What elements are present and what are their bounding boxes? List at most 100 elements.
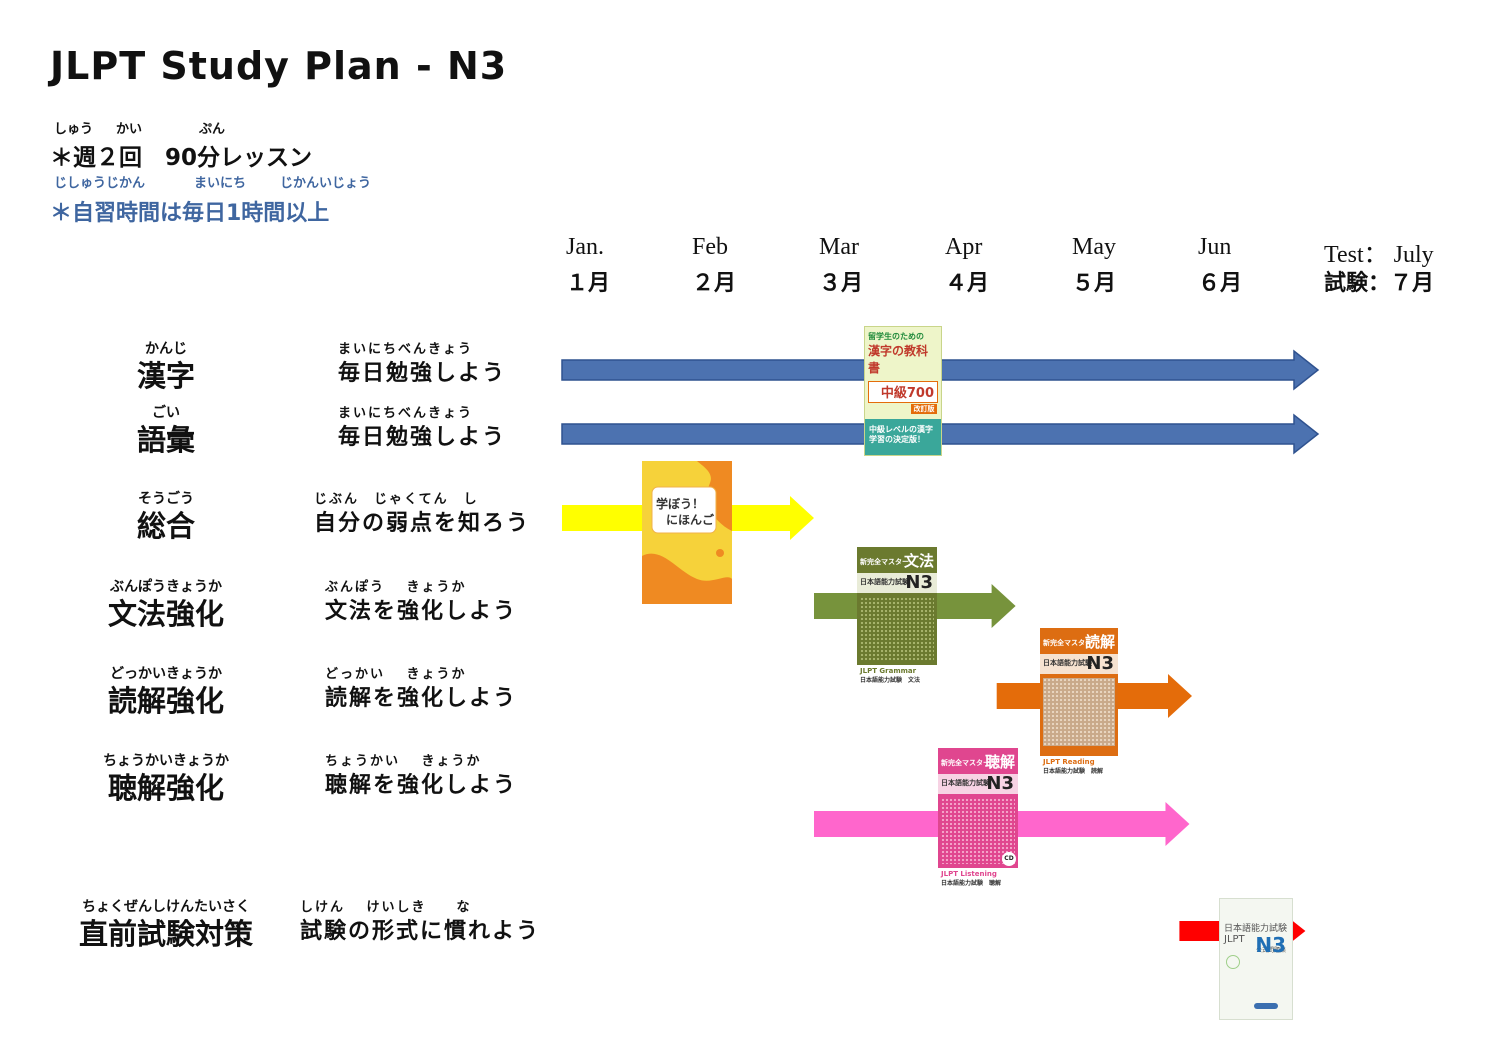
grammar-book-subject: 文法	[903, 552, 934, 570]
row-goal-6: しけん けいしき な試験の形式に慣れよう	[300, 899, 540, 947]
row-label-2: そうごう総合	[66, 490, 266, 544]
row-goal-0: まいにちべんきょう毎日勉強しよう	[338, 341, 506, 389]
note1-ruby-1: しゅう	[54, 122, 94, 137]
listening-book-series: 新完全マスター	[941, 759, 990, 767]
row-goal-3: ぶんぽう きょうか文法を強化しよう	[325, 579, 517, 627]
official-book-level: N3	[1255, 933, 1286, 957]
official-workbook-cover: 日本語能力試験 JLPT 公式問題集 N3	[1219, 898, 1293, 1020]
month-label-ja-0: １月	[566, 271, 611, 296]
row-label-ruby: ちょうかいきょうか	[103, 753, 229, 769]
official-book-logo	[1254, 1003, 1278, 1009]
listening-textbook-cover: 新完全マスター 聴解 日本語能力試験 N3 CD JLPT Listening …	[938, 748, 1018, 891]
row-goal-ruby: まいにちべんきょう	[338, 406, 474, 421]
row-goal-2: じぶん じゃくてん し自分の弱点を知ろう	[314, 491, 530, 539]
grammar-book-exam: 日本語能力試験	[860, 578, 909, 586]
row-label-text: 読解強化	[107, 684, 224, 718]
row-label-0: かんじ漢字	[66, 340, 266, 394]
row-goal-4: どっかい きょうか読解を強化しよう	[325, 666, 517, 714]
reading-book-level: N3	[1086, 653, 1114, 674]
row-label-text: 漢字	[136, 359, 195, 393]
reading-book-exam: 日本語能力試験	[1043, 659, 1092, 667]
month-label-ja-2: ３月	[819, 271, 864, 296]
listening-book-en: JLPT Listening	[941, 870, 997, 878]
row-goal-text: 試験の形式に慣れよう	[300, 919, 541, 944]
row-label-1: ごい語彙	[66, 404, 266, 458]
kanji-book-band: 中級レベルの漢字学習の決定版！	[865, 419, 941, 455]
listening-book-subject: 聴解	[984, 753, 1015, 771]
listening-book-ja: 日本語能力試験 聴解	[941, 880, 1002, 887]
row-goal-ruby: ぶんぽう きょうか	[325, 580, 467, 595]
row-label-ruby: ぶんぽうきょうか	[110, 579, 222, 595]
month-label-en-3: Apr	[945, 234, 983, 260]
month-label-en-4: May	[1072, 234, 1116, 260]
row-label-3: ぶんぽうきょうか文法強化	[66, 578, 266, 632]
month-label-ja-3: ４月	[945, 271, 990, 296]
row-label-text: 総合	[136, 509, 195, 543]
sogo-textbook-cover: 学ぼう！ にほんご	[642, 461, 732, 604]
kanji-book-top: 留学生のための	[868, 332, 924, 341]
lesson-note: ＊週２回 90分レッスン	[50, 145, 313, 171]
grammar-textbook-cover: 新完全マスター 文法 日本語能力試験 N3 JLPT Grammar 日本語能力…	[857, 547, 937, 697]
row-label-4: どっかいきょうか読解強化	[66, 665, 266, 719]
month-label-ja-4: ５月	[1072, 271, 1117, 296]
reading-book-en: JLPT Reading	[1043, 758, 1095, 766]
row-goal-text: 毎日勉強しよう	[338, 425, 507, 450]
row-label-ruby: どっかいきょうか	[110, 666, 222, 682]
row-goal-ruby: どっかい きょうか	[325, 667, 467, 682]
kanji-textbook-cover: 留学生のための 漢字の教科書 中級700 改訂版 ✕✕✕✕✕✕✕✕✕✕ 中級レベ…	[864, 326, 942, 456]
month-label-en-0: Jan.	[566, 234, 604, 260]
kanji-book-level: 中級700	[880, 386, 934, 401]
official-book-emblem	[1226, 955, 1240, 969]
sogo-book-art	[642, 461, 732, 604]
month-label-en-2: Mar	[819, 234, 859, 260]
row-label-ruby: かんじ	[145, 341, 187, 357]
row-goal-text: 読解を強化しよう	[325, 686, 518, 711]
row-goal-ruby: じぶん じゃくてん し	[314, 492, 479, 507]
row-goal-text: 自分の弱点を知ろう	[314, 511, 531, 536]
month-label-ja-5: ６月	[1198, 271, 1243, 296]
sogo-book-title-2: にほんご	[666, 513, 715, 527]
row-goal-1: まいにちべんきょう毎日勉強しよう	[338, 405, 506, 453]
official-book-sub: 公式問題集	[1256, 947, 1287, 954]
row-label-text: 文法強化	[107, 597, 224, 631]
note2-ruby-3: じかんいじょう	[280, 176, 372, 191]
month-label-en-6: Test： July	[1324, 242, 1434, 268]
month-label-en-1: Feb	[692, 234, 728, 260]
reading-book-series: 新完全マスター	[1043, 639, 1092, 647]
listening-book-level: N3	[986, 773, 1014, 794]
grammar-book-series: 新完全マスター	[860, 558, 909, 566]
reading-textbook-cover: 新完全マスター 読解 日本語能力試験 N3 JLPT Reading 日本語能力…	[1040, 628, 1118, 780]
row-goal-5: ちょうかい きょうか聴解を強化しよう	[325, 753, 517, 801]
grammar-book-en: JLPT Grammar	[860, 667, 917, 675]
row-label-text: 語彙	[136, 423, 195, 457]
row-goal-text: 毎日勉強しよう	[338, 361, 507, 386]
grammar-book-level: N3	[905, 572, 933, 593]
note1-ruby-3: ぷん	[199, 122, 226, 137]
reading-book-subject: 読解	[1084, 633, 1115, 651]
row-goal-ruby: しけん けいしき な	[300, 900, 472, 915]
row-label-5: ちょうかいきょうか聴解強化	[66, 752, 266, 806]
listening-book-cd-badge: CD	[1002, 852, 1016, 866]
row-goal-ruby: ちょうかい きょうか	[325, 754, 482, 769]
row-label-6: ちょくぜんしけんたいさく直前試験対策	[66, 898, 266, 952]
note2-ruby-2: まいにち	[194, 176, 247, 191]
row-label-text: 直前試験対策	[78, 917, 253, 951]
month-label-en-5: Jun	[1198, 234, 1232, 260]
note1-ruby-2: かい	[116, 122, 143, 137]
sogo-book-title-1: 学ぼう！	[656, 497, 705, 511]
row-label-ruby: ちょくぜんしけんたいさく	[82, 899, 250, 915]
row-label-ruby: ごい	[152, 405, 180, 421]
row-goal-text: 文法を強化しよう	[325, 599, 518, 624]
row-label-text: 聴解強化	[107, 771, 224, 805]
official-book-title: 日本語能力試験	[1224, 924, 1288, 934]
row-label-ruby: そうごう	[138, 491, 194, 507]
self-study-note: ＊自習時間は毎日1時間以上	[50, 201, 330, 226]
listening-book-exam: 日本語能力試験	[941, 779, 990, 787]
month-label-ja-1: ２月	[692, 271, 737, 296]
grammar-book-ja: 日本語能力試験 文法	[860, 677, 921, 684]
reading-book-ja: 日本語能力試験 読解	[1043, 768, 1104, 775]
kanji-book-title: 漢字の教科書	[868, 344, 929, 375]
official-book-jlpt: JLPT	[1224, 934, 1245, 945]
note2-ruby-1: じしゅうじかん	[54, 176, 146, 191]
